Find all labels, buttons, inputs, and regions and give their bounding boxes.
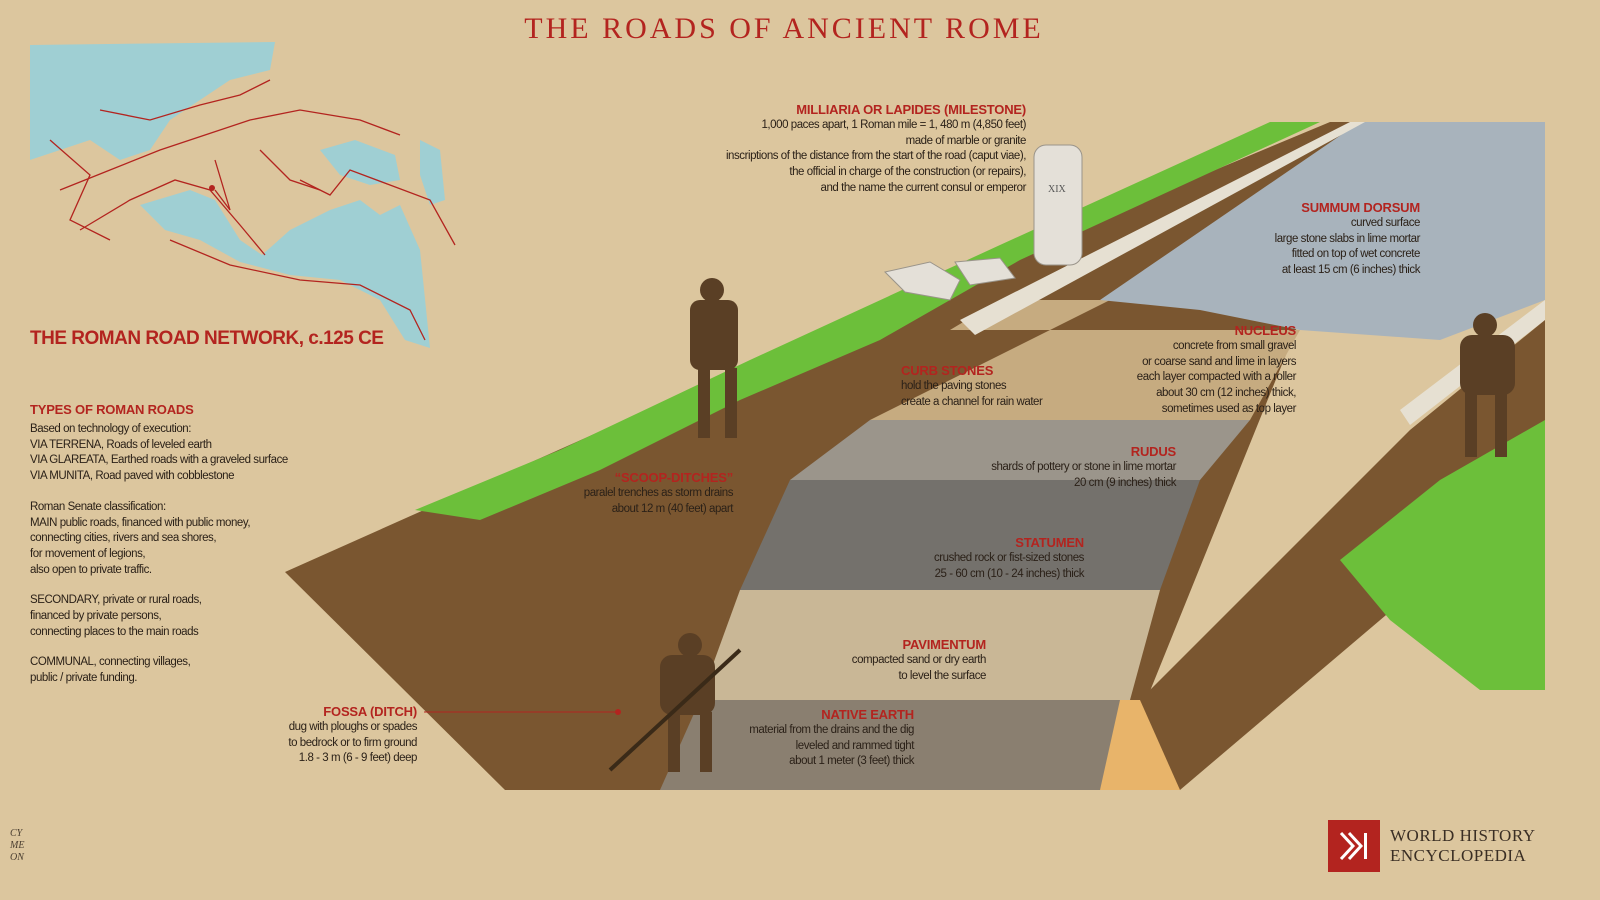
text-line: also open to private traffic. — [30, 563, 152, 576]
layer-statumen — [740, 480, 1200, 590]
signature-line: ON — [10, 852, 24, 863]
callout-title: NUCLEUS — [1234, 323, 1297, 338]
callout-pavimentum: PAVIMENTUM compacted sand or dry earth t… — [851, 637, 987, 684]
text-line: financed by private persons, — [30, 610, 162, 623]
callout-native-earth: NATIVE EARTH material from the drains an… — [749, 707, 914, 770]
text-line: MAIN public roads, financed with public … — [30, 516, 251, 529]
text-line: dug with ploughs or spades — [288, 721, 418, 733]
text-line: the official in charge of the constructi… — [789, 166, 1026, 179]
roman-empire-map — [30, 42, 456, 348]
road-types-panel: TYPES OF ROMAN ROADS Based on technology… — [30, 402, 288, 687]
text-line: about 12 m (40 feet) apart — [611, 502, 734, 515]
callout-title: MILLIARIA OR LAPIDES (MILESTONE) — [796, 102, 1026, 117]
text-line: for movement of legions, — [30, 547, 146, 560]
text-line: Roman Senate classification: — [30, 500, 166, 513]
layer-native-earth — [660, 700, 1130, 790]
layer-rudus — [790, 420, 1250, 480]
callout-title: CURB STONES — [901, 363, 994, 378]
callout-title: RUDUS — [1130, 444, 1176, 459]
text-line: paralel trenches as storm drains — [583, 487, 734, 499]
callout-title: SUMMUM DORSUM — [1301, 200, 1420, 215]
callout-fossa: FOSSA (DITCH) dug with ploughs or spades… — [288, 704, 417, 767]
road-types-heading: TYPES OF ROMAN ROADS — [30, 402, 194, 417]
text-line: made of marble or granite — [905, 134, 1027, 147]
callout-curb-stones: CURB STONES hold the paving stones creat… — [901, 363, 1043, 410]
callout-title: NATIVE EARTH — [821, 707, 914, 722]
callout-milestone: MILLIARIA OR LAPIDES (MILESTONE) 1,000 p… — [725, 102, 1027, 197]
text-line: material from the drains and the dig — [749, 724, 914, 736]
road-side-face — [1100, 700, 1180, 790]
callout-statumen: STATUMEN crushed rock or fist-sized ston… — [933, 535, 1085, 582]
text-line: connecting places to the main roads — [30, 625, 199, 638]
callout-nucleus: NUCLEUS concrete from small gravel or co… — [1136, 323, 1297, 418]
milestone-inscription: XIX — [1048, 184, 1067, 195]
text-line: compacted sand or dry earth — [851, 654, 987, 666]
milestone: XIX — [884, 144, 1083, 301]
grass-right — [1340, 420, 1545, 690]
text-line: 20 cm (9 inches) thick — [1074, 476, 1176, 489]
logo-text-line2: ENCYCLOPEDIA — [1390, 846, 1527, 865]
world-history-encyclopedia-logo[interactable]: WORLD HISTORY ENCYCLOPEDIA — [1328, 820, 1536, 872]
text-line: curved surface — [1350, 217, 1421, 229]
text-line: sometimes used as top layer — [1161, 402, 1297, 415]
text-line: and the name the current consul or emper… — [820, 181, 1027, 194]
text-line: crushed rock or fist-sized stones — [933, 552, 1085, 564]
layer-summum-dorsum — [1100, 122, 1545, 340]
text-line: 1.8 - 3 m (6 - 9 feet) deep — [298, 752, 418, 765]
text-line: SECONDARY, private or rural roads, — [30, 594, 202, 607]
text-line: COMMUNAL, connecting villages, — [30, 656, 191, 669]
text-line: public / private funding. — [30, 672, 138, 685]
text-line: VIA TERRENA, Roads of leveled earth — [30, 438, 212, 451]
text-line: create a channel for rain water — [901, 395, 1043, 408]
text-line: about 1 meter (3 feet) thick — [789, 755, 914, 768]
text-line: 1,000 paces apart, 1 Roman mile = 1, 480… — [761, 119, 1026, 131]
callout-title: “SCOOP-DITCHES” — [614, 470, 734, 485]
layer-pavimentum — [700, 590, 1160, 700]
text-line: shards of pottery or stone in lime morta… — [991, 461, 1176, 473]
text-line: VIA GLAREATA, Earthed roads with a grave… — [30, 454, 288, 467]
callout-title: STATUMEN — [1015, 535, 1084, 550]
callout-rudus: RUDUS shards of pottery or stone in lime… — [991, 444, 1176, 491]
curb-stones — [960, 122, 1365, 335]
text-line: VIA MUNITA, Road paved with cobblestone — [30, 470, 235, 483]
text-line: to bedrock or to firm ground — [288, 736, 417, 749]
text-line: leveled and rammed tight — [795, 739, 915, 752]
worker-bottom — [608, 633, 742, 772]
worker-top — [690, 278, 738, 438]
text-line: or coarse sand and lime in layers — [1142, 355, 1296, 368]
road-side-wall — [1110, 320, 1545, 790]
callout-title: PAVIMENTUM — [902, 637, 987, 652]
text-line: fitted on top of wet concrete — [1291, 248, 1421, 261]
grass-left — [415, 122, 1320, 520]
worker-right — [1460, 313, 1515, 457]
worker-figures — [608, 278, 1515, 772]
page-title: THE ROADS OF ANCIENT ROME — [524, 12, 1044, 45]
text-line: about 30 cm (12 inches) thick, — [1156, 387, 1296, 400]
callout-summum-dorsum: SUMMUM DORSUM curved surface large stone… — [1274, 200, 1421, 279]
logo-text-line1: WORLD HISTORY — [1390, 826, 1536, 845]
map-title: THE ROMAN ROAD NETWORK, c.125 CE — [30, 328, 384, 349]
text-line: connecting cities, rivers and sea shores… — [30, 532, 217, 545]
text-line: at least 15 cm (6 inches) thick — [1281, 264, 1421, 277]
artist-signature: CY ME ON — [10, 828, 24, 864]
callout-scoop-ditches: “SCOOP-DITCHES” paralel trenches as stor… — [583, 470, 734, 517]
text-line: concrete from small gravel — [1172, 340, 1297, 352]
text-line: to level the surface — [898, 669, 986, 682]
text-line: inscriptions of the distance from the st… — [725, 150, 1027, 163]
text-line: Based on technology of execution: — [30, 423, 191, 435]
text-line: large stone slabs in lime mortar — [1274, 232, 1421, 245]
text-line: hold the paving stones — [901, 380, 1007, 392]
callout-title: FOSSA (DITCH) — [323, 704, 417, 719]
signature-line: CY — [10, 828, 23, 839]
text-line: each layer compacted with a roller — [1136, 371, 1297, 384]
text-line: 25 - 60 cm (10 - 24 inches) thick — [934, 567, 1085, 580]
wh-logo-icon — [1328, 820, 1380, 872]
signature-line: ME — [10, 840, 25, 851]
